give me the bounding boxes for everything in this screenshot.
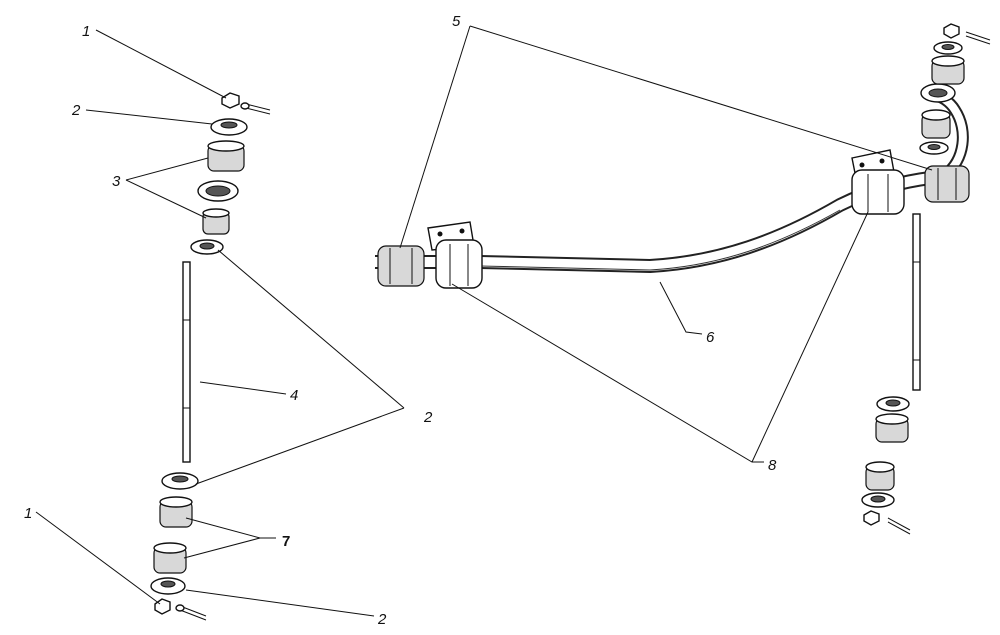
callout-1-bottom: 1 xyxy=(24,505,32,522)
callout-4: 4 xyxy=(290,387,298,404)
bar-clamp-left xyxy=(427,221,483,289)
left-link-assembly xyxy=(150,92,271,621)
callout-2-top: 2 xyxy=(71,102,81,119)
callout-3: 3 xyxy=(112,173,121,190)
leader-lines xyxy=(35,25,933,617)
callout-6: 6 xyxy=(706,329,715,346)
bar-clamp-right xyxy=(851,149,905,215)
callout-7: 7 xyxy=(282,533,290,550)
callout-2-mid: 2 xyxy=(423,409,433,426)
bar-bushing-right xyxy=(924,165,970,203)
stabilizer-bar xyxy=(197,83,969,274)
callout-labels: 1 2 3 5 6 4 2 8 7 1 2 xyxy=(24,13,777,628)
callout-5: 5 xyxy=(452,13,461,30)
callout-1-top: 1 xyxy=(82,23,90,40)
bar-bushing-left xyxy=(377,245,425,287)
callout-2-bottom: 2 xyxy=(377,611,387,628)
callout-8: 8 xyxy=(768,457,777,474)
right-link-assembly xyxy=(861,23,991,535)
